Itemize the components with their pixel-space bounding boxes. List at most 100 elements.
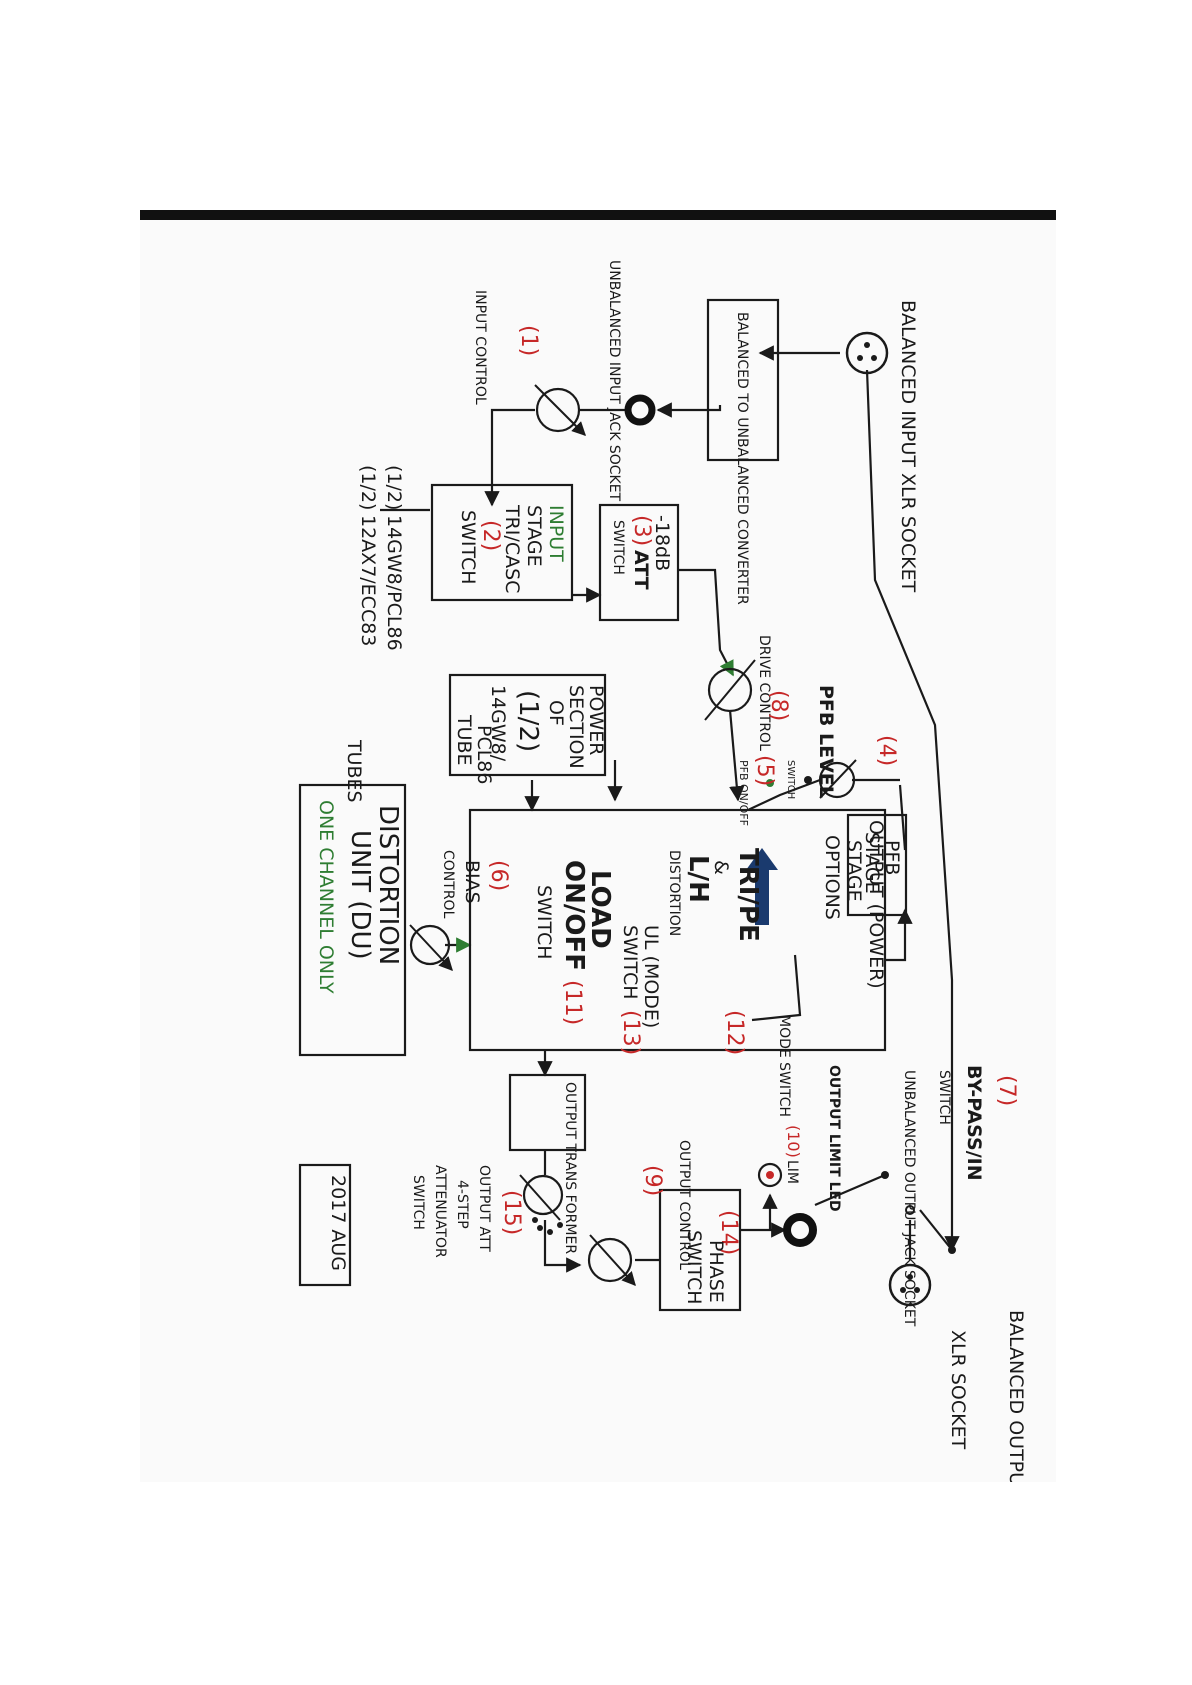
label-out-att-4: SWITCH xyxy=(410,1175,426,1230)
bypass-switch-contact xyxy=(905,1205,915,1215)
att-to-outpot-wire xyxy=(543,1220,582,1273)
label-n14: (14) xyxy=(716,1210,741,1255)
label-power-3: OF xyxy=(545,700,567,726)
label-bias: BIAS xyxy=(461,860,483,904)
att-step-dot xyxy=(557,1222,563,1228)
xlr-pin-dot xyxy=(871,355,877,361)
xlr-pin-dot xyxy=(864,342,870,348)
drive-control-pot xyxy=(707,667,753,713)
converter-box xyxy=(706,298,780,462)
transformer-box xyxy=(508,1073,587,1152)
label-distortion: DISTORTION xyxy=(666,850,682,936)
label-unbalanced-output: UNBALANCED OUTPUT JACK SOCKET xyxy=(901,1070,917,1327)
label-phase-2: SWITCH xyxy=(683,1230,705,1305)
label-power-4: 14GW8/ xyxy=(487,685,509,762)
output-to-pfb-wire xyxy=(885,908,913,962)
label-date: 2017 AUG xyxy=(327,1175,349,1271)
label-out-att-1: OUTPUT ATT xyxy=(476,1165,492,1252)
phase-switch-box xyxy=(658,1188,742,1312)
output-att-switch xyxy=(522,1174,564,1216)
pfb-switch-contact xyxy=(804,776,812,784)
label-out-2: STAGE xyxy=(843,840,865,902)
label-n5: (5) xyxy=(752,755,777,786)
schematic-sheet: BALANCED INPUT XLR SOCKET BALANCED TO UN… xyxy=(140,210,1056,1482)
label-bias-control: CONTROL xyxy=(440,850,456,919)
output-control-pot xyxy=(587,1237,633,1283)
power-section-box xyxy=(448,673,607,777)
label-lh: L/H xyxy=(683,855,713,903)
label-bypass: BY-PASS/IN xyxy=(963,1065,985,1181)
label-balanced-output: BALANCED OUTPUT xyxy=(1005,1310,1027,1482)
label-n3: (3) xyxy=(629,515,654,546)
bias-control-pot xyxy=(409,924,451,966)
label-n15: (15) xyxy=(499,1190,524,1235)
label-n7: (7) xyxy=(994,1075,1019,1106)
input-control-pot xyxy=(535,387,581,433)
label-mode-switch: MODE SWITCH xyxy=(776,1015,792,1117)
label-n9: (9) xyxy=(640,1165,665,1196)
label-tubes: TUBES xyxy=(343,739,365,803)
label-tri-pe: TRI/PE xyxy=(733,848,763,942)
pfb-switch-wire xyxy=(747,778,821,811)
label-out-att-2: 4-STEP xyxy=(454,1180,470,1229)
du-title-box xyxy=(298,783,407,1057)
label-transformer: OUTPUT TRANS FORMER xyxy=(562,1082,578,1254)
label-bypass-switch: SWITCH xyxy=(936,1070,952,1125)
label-lim: LIM xyxy=(784,1160,800,1184)
xlr-input-socket xyxy=(845,331,889,375)
pfb-stage-box xyxy=(846,813,908,917)
signal-flow-diagram: BALANCED INPUT XLR SOCKET BALANCED TO UN… xyxy=(298,260,1027,1482)
label-n11: (11) xyxy=(560,980,585,1025)
label-tube2-frac: (1/2) xyxy=(357,465,379,510)
label-power-frac: (1/2) xyxy=(513,690,543,752)
xlr-out-pin-dot xyxy=(900,1287,906,1293)
converter-to-jack-wire xyxy=(656,402,722,418)
label-n4: (4) xyxy=(874,735,899,766)
input-pot-wiper xyxy=(534,384,586,436)
label-n13: (13) xyxy=(618,1010,643,1055)
label-n12: (12) xyxy=(722,1010,747,1055)
att-to-drive-wire xyxy=(678,568,734,677)
label-xlr-socket: XLR SOCKET xyxy=(947,1330,969,1450)
label-att-3: SWITCH xyxy=(610,520,626,575)
label-limit-led: OUTPUT LIMIT LED xyxy=(826,1065,842,1212)
label-ul-mode: UL (MODE) xyxy=(640,925,662,1028)
xlr-pin-dot xyxy=(857,355,863,361)
output-stage-box xyxy=(468,808,887,1052)
label-converter: BALANCED TO UNBALANCED CONVERTER xyxy=(734,312,750,605)
input-pot-to-stage-wire xyxy=(484,408,535,507)
label-tube1-frac: (1/2) xyxy=(383,465,405,510)
xlr-output-socket xyxy=(888,1263,932,1307)
att-switch-box xyxy=(598,503,680,622)
label-load-switch: SWITCH xyxy=(533,885,555,960)
label-amp: & xyxy=(710,860,732,875)
label-output-control: OUTPUT CONTROL xyxy=(676,1140,692,1270)
bypass-to-xlr-wire xyxy=(919,1209,953,1251)
label-power-6: TUBE xyxy=(453,714,475,766)
label-ul-switch: SWITCH xyxy=(619,925,641,1000)
label-out-1: OUTPUT (POWER) xyxy=(865,820,887,989)
label-pfb-level: PFB LEVEL xyxy=(815,685,837,798)
mode-arrow-shaft xyxy=(755,870,769,925)
label-tube2: 12AX7/ECC83 xyxy=(357,515,379,646)
label-out-3: OPTIONS xyxy=(821,835,843,920)
xlr-out-pin-dot xyxy=(914,1287,920,1293)
label-n1: (1) xyxy=(516,325,541,356)
bypass-switch-contact xyxy=(948,1246,956,1254)
date-box xyxy=(298,1163,352,1287)
label-pfb-switch: SWITCH xyxy=(785,760,796,799)
att-step-dot xyxy=(532,1217,538,1223)
label-input-stage-2: STAGE xyxy=(523,505,545,567)
pfb-level-pot xyxy=(818,761,856,799)
label-att-2: ATT xyxy=(630,550,652,590)
att-switch-wiper xyxy=(519,1174,561,1221)
limit-led-core xyxy=(766,1171,774,1179)
label-unbalanced-input: UNBALANCED INPUT JACK SOCKET xyxy=(606,260,622,502)
xlr-out-pin-dot xyxy=(907,1274,913,1280)
bypass-main-wire xyxy=(865,369,960,1252)
label-power-2: SECTION xyxy=(565,685,587,769)
label-load: LOAD xyxy=(585,870,615,949)
label-du-title-3: ONE CHANNEL ONLY xyxy=(315,800,337,994)
label-n6: (6) xyxy=(486,860,511,891)
label-out-att-3: ATTENUATOR xyxy=(432,1165,448,1258)
